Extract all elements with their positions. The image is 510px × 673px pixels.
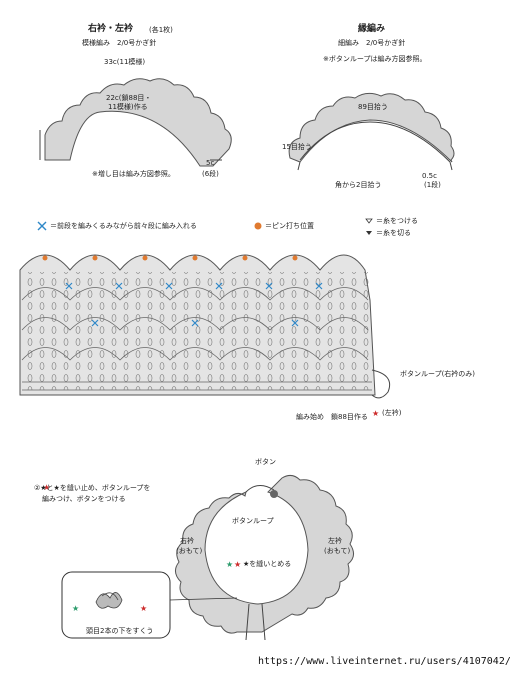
edging-pick-left: 15目拾う xyxy=(282,143,312,151)
legend-cut-text: ＝糸を切る xyxy=(376,229,411,237)
collar-outer-dimension: 33c(11模様) xyxy=(104,58,146,66)
chart-left-collar-label: (左衿) xyxy=(382,409,402,417)
edging-piece-shape xyxy=(288,92,455,171)
legend-cross-icon xyxy=(37,221,47,231)
legend-attach-text: ＝糸をつける xyxy=(376,217,418,225)
collar-inner-dimension-2: 11模様)作る xyxy=(108,103,148,111)
assembly-sew-label: ★を縫いとめる xyxy=(243,560,292,568)
svg-text:★: ★ xyxy=(234,560,241,569)
legend-cross-text: ＝前段を編みくるみながら前々段に編み入れる xyxy=(50,222,197,230)
legend-cut-icon xyxy=(366,231,372,235)
assembly-button-loop-label: ボタンループ xyxy=(232,517,274,525)
detail-callout xyxy=(61,571,238,639)
collar-title: 右衿・左衿 xyxy=(88,24,134,34)
edging-side-dimension-2: (1段) xyxy=(424,181,441,189)
collar-side-dimension-2: (6段) xyxy=(202,170,219,178)
assembly-left-collar-label-2: (おもて) xyxy=(324,547,351,555)
svg-text:★: ★ xyxy=(140,604,147,613)
legend-attach-icon xyxy=(365,218,373,224)
source-url[interactable]: https://www.liveinternet.ru/users/410704… xyxy=(258,656,510,667)
edging-pick-corner: 角から2目拾う xyxy=(335,181,382,189)
assembly-step-2: 編みつけ、ボタンをつける xyxy=(42,495,126,503)
assembly-step-1: ②★と★を縫い止め、ボタンループを xyxy=(34,484,151,492)
svg-text:★: ★ xyxy=(72,604,79,613)
collar-subtitle: 模様編み 2/0号かぎ針 xyxy=(82,39,157,47)
chart-button-loop-label: ボタンループ(右衿のみ) xyxy=(400,370,476,378)
crochet-chart xyxy=(19,254,391,399)
collar-side-dimension-1: 5c xyxy=(206,159,215,167)
assembly-button-label: ボタン xyxy=(255,458,276,466)
edging-title: 縁編み xyxy=(358,24,386,34)
legend-pin-text: ＝ピン打ち位置 xyxy=(265,222,314,230)
edging-subtitle: 細編み 2/0号かぎ針 xyxy=(338,39,406,47)
collar-note: ※増し目は編み方図参照。 xyxy=(92,170,175,178)
edging-pick-top: 89目拾う xyxy=(358,103,388,111)
assembly-right-collar-label-2: (おもて) xyxy=(176,547,203,555)
edging-side-dimension-1: 0.5c xyxy=(422,172,437,180)
star-markers: ★ ★ ★ ★ ★ ★ xyxy=(43,409,379,613)
collar-piece-shape xyxy=(39,78,232,167)
edging-note: ※ボタンループは編み方図参照。 xyxy=(323,55,427,63)
collar-count: (各1枚) xyxy=(149,26,173,34)
assembly-detail-label: 頭目2本の下をすくう xyxy=(86,627,154,635)
collar-inner-dimension-1: 22c(鎖88目・ xyxy=(106,94,152,102)
assembly-right-collar-label-1: 右衿 xyxy=(180,537,194,545)
svg-text:★: ★ xyxy=(43,483,50,492)
assembled-collar-shape xyxy=(175,474,354,641)
legend-pin-icon xyxy=(254,222,262,230)
chart-start-label: 編み始め 鎖88目作る xyxy=(296,413,368,421)
svg-text:★: ★ xyxy=(372,409,379,418)
assembly-left-collar-label-1: 左衿 xyxy=(328,537,342,545)
svg-text:★: ★ xyxy=(226,560,233,569)
